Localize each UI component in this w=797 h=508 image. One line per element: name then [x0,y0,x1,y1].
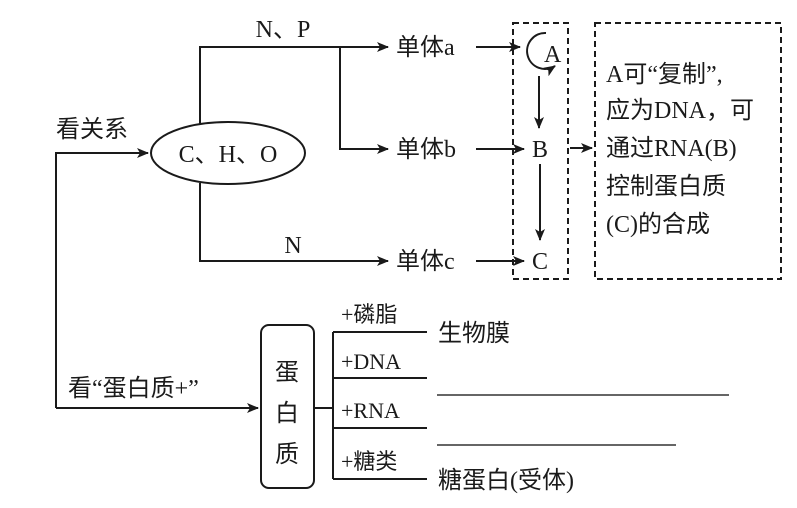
protein-char-3: 质 [275,441,299,468]
explanation-box [594,22,782,280]
monomer-b: 单体b [396,136,456,163]
branch-label-4: +糖类 [341,449,397,474]
branch-np-label: N、P [256,17,311,43]
branch-result-4: 糖蛋白(受体) [438,467,574,494]
macro-b: B [532,137,548,163]
macro-a: A [544,42,562,68]
relation-label: 看关系 [56,116,128,143]
explanation-line-1: A可“复制”, [606,61,723,88]
branch-label-2: +DNA [341,349,401,374]
branch-label-1: +磷脂 [341,302,397,327]
protein-char-2: 白 [275,400,299,427]
np-arrow-a [199,42,389,124]
macromolecule-box [512,22,569,280]
macro-c: C [532,249,548,275]
branch-label-3: +RNA [341,398,400,423]
branch-n-label: N [284,233,301,259]
branch-result-1: 生物膜 [438,320,510,347]
protein-box [260,324,315,489]
protein-char-1: 蛋 [275,360,299,386]
elements-ellipse [150,121,306,185]
elements-node-label: C、H、O [179,142,278,168]
explanation-line-4: 控制蛋白质 [606,173,726,200]
explanation-line-2: 应为DNA，可 [606,97,754,124]
monomer-a: 单体a [396,34,455,61]
protein-plus-label: 看“蛋白质+” [68,375,199,402]
relation-arrow [55,148,149,408]
replication-loop-icon [526,31,556,77]
explanation-line-3: 通过RNA(B) [606,135,737,162]
explanation-line-5: (C)的合成 [606,211,710,238]
n-arrow-c [199,183,389,266]
np-arrow-b [339,47,389,154]
monomer-c: 单体c [396,248,455,275]
